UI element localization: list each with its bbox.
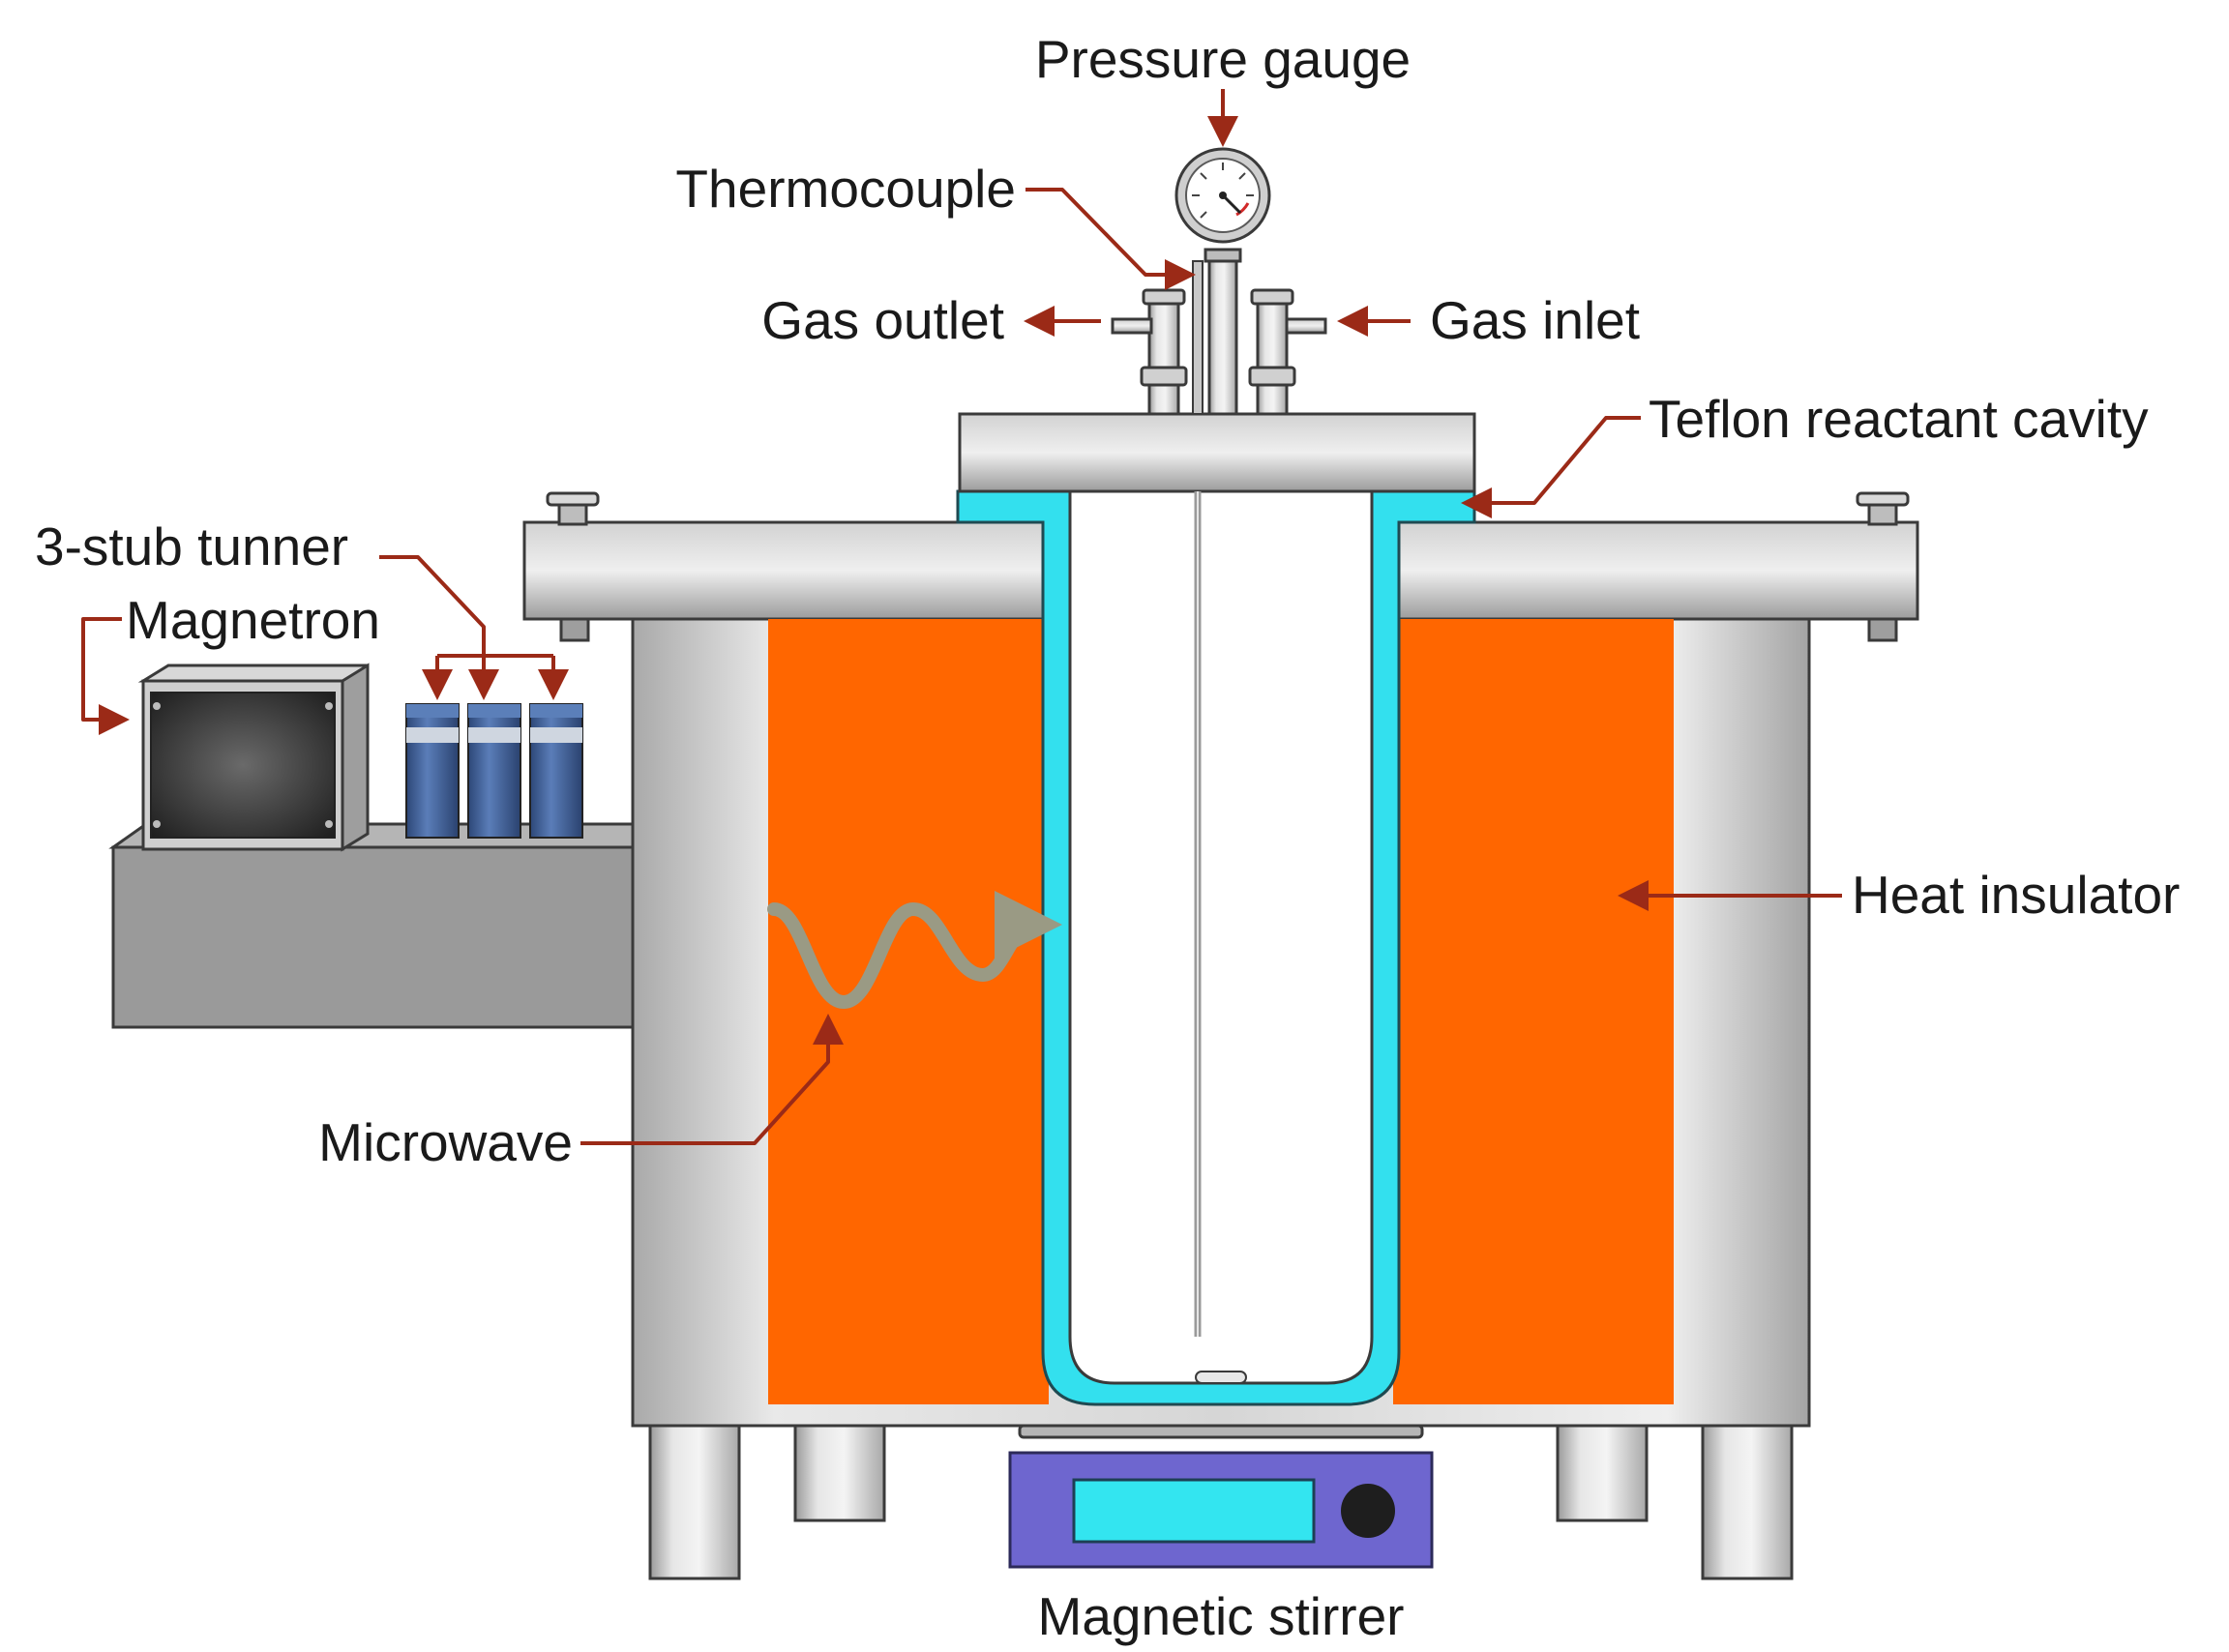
label-pressure-gauge: Pressure gauge <box>1035 29 1411 89</box>
leg <box>793 1422 886 1522</box>
label-magnetron: Magnetron <box>126 590 380 650</box>
gas-outlet-fitting <box>1111 288 1188 416</box>
label-heat-insulator: Heat insulator <box>1852 865 2180 925</box>
label-microwave: Microwave <box>318 1112 573 1172</box>
heat-insulator-right <box>1393 619 1674 1404</box>
label-stub-tuner: 3-stub tunner <box>35 516 348 576</box>
label-gas-outlet: Gas outlet <box>761 290 1004 350</box>
label-magnetic-stirrer: Magnetic stirrer <box>1038 1586 1405 1646</box>
waveguide-base <box>111 845 635 1029</box>
pressure-gauge <box>1174 147 1271 416</box>
leg <box>1701 1422 1794 1580</box>
reactor-lid <box>958 412 1476 493</box>
microwave-wave <box>767 891 1062 1010</box>
magnetron <box>137 663 370 852</box>
stub-tuners <box>405 703 583 839</box>
tuner-stub <box>405 703 460 839</box>
label-gas-inlet: Gas inlet <box>1430 290 1640 350</box>
flange-bolts <box>546 491 1910 642</box>
thermocouple-fitting <box>1192 260 1204 415</box>
tuner-stub <box>467 703 521 839</box>
label-thermocouple: Thermocouple <box>675 159 1016 219</box>
magnetic-stirrer <box>1008 1424 1434 1569</box>
stirrer-knob <box>1341 1484 1395 1538</box>
leg <box>648 1422 741 1580</box>
reaction-chamber <box>1068 489 1374 1385</box>
tuner-stub <box>529 703 583 839</box>
gas-inlet-fitting <box>1248 288 1327 416</box>
heat-insulator-left <box>768 619 1049 1404</box>
stir-bar <box>1195 1371 1247 1384</box>
label-teflon-cavity: Teflon reactant cavity <box>1649 389 2149 449</box>
labels: Pressure gauge Thermocouple Gas outlet G… <box>35 29 2180 1646</box>
leg <box>1556 1422 1649 1522</box>
leader-lines <box>81 89 1842 1145</box>
